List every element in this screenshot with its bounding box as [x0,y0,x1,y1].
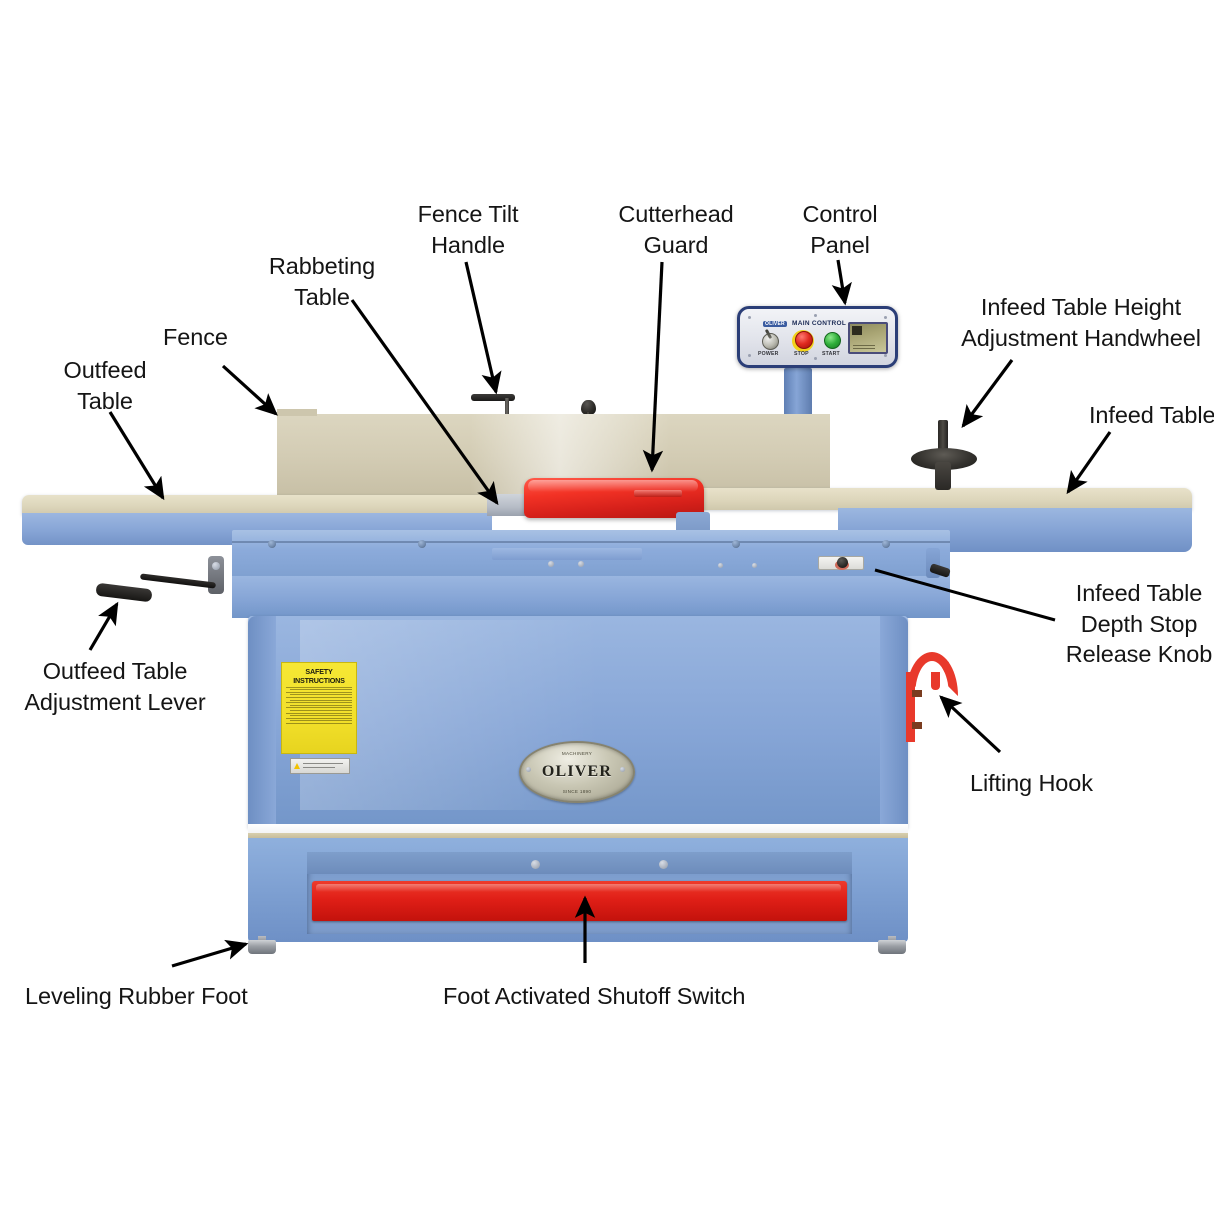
power-label: POWER [758,351,779,357]
cutterhead-housing-lower [232,576,950,618]
panel-screw [884,316,887,319]
alcove-screw [531,860,540,869]
cutterhead-guard[interactable] [524,478,704,518]
callout-fence-tilt-handle: Fence Tilt Handle [417,201,519,258]
start-label: START [822,351,840,357]
cabinet-left-corner [248,616,276,828]
panel-screw [814,314,817,317]
stop-label: STOP [794,351,809,357]
lifting-hook-shank [906,672,915,742]
guard-highlight [528,480,698,492]
panel-screw [814,357,817,360]
lifting-hook-bolt [912,690,922,697]
leveling-foot-stem [888,936,896,942]
oliver-brand-badge: MACHINERY OLIVER SINCE 1890 [519,741,635,803]
callout-infeed-handwheel: Infeed Table Height Adjustment Handwheel [961,294,1201,351]
housing-screw [548,561,554,567]
housing-access-plate [492,548,642,560]
panel-screw [748,316,751,319]
outfeed-table[interactable] [22,495,492,515]
panel-screw [884,354,887,357]
stop-button[interactable] [795,331,813,349]
panel-screw [748,354,751,357]
housing-bolt [882,540,890,548]
fence-top-lip [277,409,317,416]
infeed-table[interactable] [700,488,1192,510]
foot-switch-highlight [316,884,841,892]
handwheel-shaft [938,420,948,458]
alcove-screw [659,860,668,869]
cabinet-stripe-white [248,824,908,833]
callout-fence: Fence [163,324,228,350]
leveling-rubber-foot [248,940,276,954]
housing-bolt [732,540,740,548]
lifting-hook-tip [931,672,940,690]
housing-screw [578,561,584,567]
housing-screw [718,563,723,568]
callout-cutterhead-guard: Cutterhead Guard [618,201,734,258]
outfeed-lever-arm [139,573,217,589]
power-switch[interactable] [762,333,779,350]
badge-top-text: MACHINERY [561,751,593,756]
leveling-foot-stem [258,936,266,942]
callout-depth-stop-knob: Infeed Table Depth Stop Release Knob [1065,580,1213,668]
cabinet-stripe-tan [248,833,908,838]
callout-foot-shutoff: Foot Activated Shutoff Switch [443,983,746,1009]
housing-bolt [418,540,426,548]
callout-outfeed-table: Outfeed Table [63,357,147,414]
callout-leveling-foot: Leveling Rubber Foot [25,983,248,1009]
badge-screw [526,767,531,772]
callout-lifting-hook: Lifting Hook [970,770,1093,796]
cabinet-right-corner [880,616,908,828]
guard-label-plate [634,490,682,497]
badge-name: OLIVER [541,763,613,780]
callout-control-panel: Control Panel [802,201,878,258]
control-panel[interactable]: OLIVER MAIN CONTROL POWER STOP START [737,306,898,368]
alcove-upper-rail [307,852,852,874]
start-button[interactable] [824,332,841,349]
safety-instructions-label: SAFETY INSTRUCTIONS [281,662,357,754]
callout-infeed-table: Infeed Table [1089,402,1214,428]
lifting-hook-bolt [912,722,922,729]
callout-rabbeting-table: Rabbeting Table [268,253,376,310]
serial-plate [290,758,350,774]
outfeed-table-adjustment-lever[interactable] [95,582,153,603]
control-panel-title: MAIN CONTROL [792,320,847,327]
infeed-height-adjustment-handwheel[interactable] [911,448,977,470]
control-panel-brand: OLIVER [763,321,787,327]
outfeed-lever-pivot [212,562,220,570]
callout-outfeed-lever: Outfeed Table Adjustment Lever [24,658,206,715]
counter-display[interactable] [848,322,888,354]
fence-tilt-handle-post [505,398,509,424]
badge-sub-text: SINCE 1890 [562,789,592,794]
leveling-rubber-foot [878,940,906,954]
infeed-depth-stop-release-knob[interactable] [837,557,848,568]
safety-label-heading: SAFETY INSTRUCTIONS [293,667,345,685]
housing-bolt [268,540,276,548]
housing-seam [232,541,950,543]
handwheel-hub [935,462,951,490]
badge-screw [620,767,625,772]
housing-screw [752,563,757,568]
fence-lock-knob[interactable] [581,400,596,415]
